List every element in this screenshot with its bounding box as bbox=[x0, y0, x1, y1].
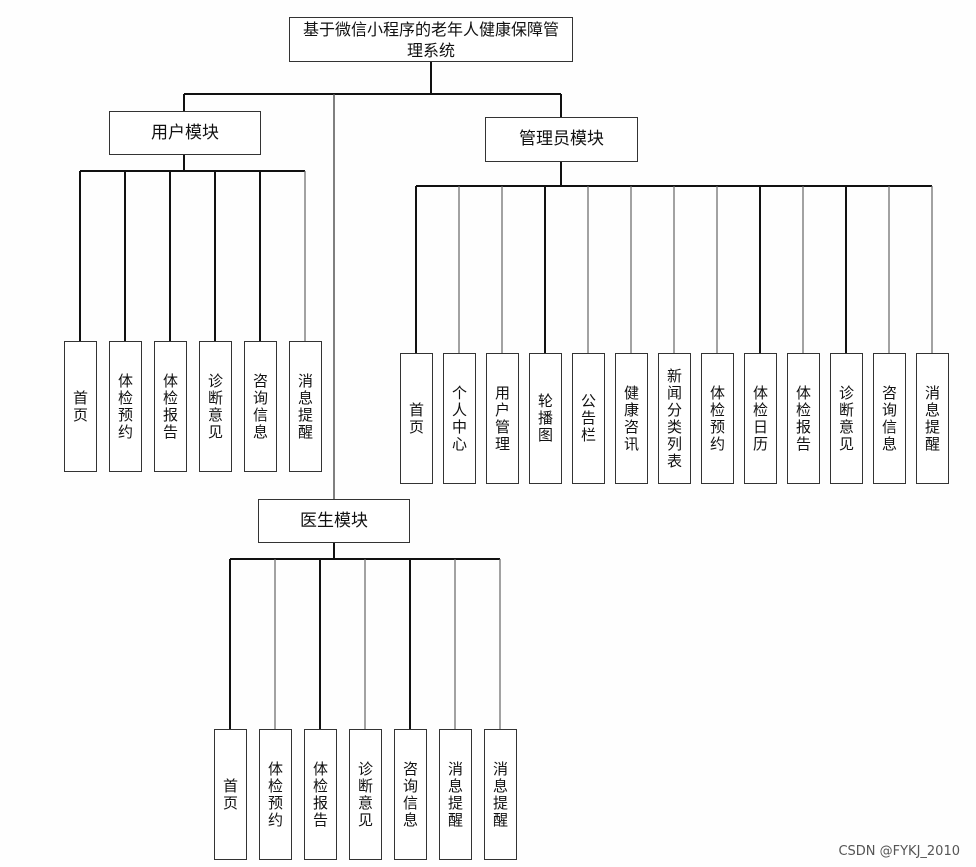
doctor-item-label: 体检预约 bbox=[266, 760, 284, 829]
doctor-item-label: 诊断意见 bbox=[356, 760, 374, 829]
system-title: 基于微信小程序的老年人健康保障管理系统 bbox=[302, 19, 559, 60]
admin-item-label: 体检报告 bbox=[794, 384, 812, 453]
user-item-label: 体检预约 bbox=[116, 372, 134, 441]
doctor-module-label: 医生模块 bbox=[300, 510, 368, 531]
admin-item-label: 咨询信息 bbox=[880, 384, 898, 453]
admin-item-label: 用户管理 bbox=[493, 384, 511, 453]
admin-item-13: 消息提醒 bbox=[915, 353, 949, 484]
admin-item-2: 个人中心 bbox=[442, 353, 476, 484]
user-item-2: 体检预约 bbox=[108, 341, 142, 472]
doctor-module-box: 医生模块 bbox=[258, 499, 410, 543]
admin-item-label: 体检日历 bbox=[751, 384, 769, 453]
admin-item-label: 诊断意见 bbox=[837, 384, 855, 453]
user-item-label: 首页 bbox=[71, 389, 89, 424]
user-item-4: 诊断意见 bbox=[198, 341, 232, 472]
user-item-1: 首页 bbox=[63, 341, 97, 472]
user-item-label: 咨询信息 bbox=[251, 372, 269, 441]
doctor-item-3: 体检报告 bbox=[303, 729, 337, 860]
doctor-item-2: 体检预约 bbox=[258, 729, 292, 860]
user-item-label: 体检报告 bbox=[161, 372, 179, 441]
doctor-item-label: 体检报告 bbox=[311, 760, 329, 829]
user-item-label: 消息提醒 bbox=[296, 372, 314, 441]
doctor-item-1: 首页 bbox=[213, 729, 247, 860]
admin-item-label: 个人中心 bbox=[450, 384, 468, 453]
admin-item-6: 健康咨讯 bbox=[614, 353, 648, 484]
admin-item-3: 用户管理 bbox=[485, 353, 519, 484]
admin-item-12: 咨询信息 bbox=[872, 353, 906, 484]
admin-item-4: 轮播图 bbox=[528, 353, 562, 484]
admin-item-label: 健康咨讯 bbox=[622, 384, 640, 453]
doctor-item-4: 诊断意见 bbox=[348, 729, 382, 860]
admin-item-label: 首页 bbox=[407, 401, 425, 436]
user-item-6: 消息提醒 bbox=[288, 341, 322, 472]
system-title-box: 基于微信小程序的老年人健康保障管理系统 bbox=[289, 17, 573, 62]
user-item-3: 体检报告 bbox=[153, 341, 187, 472]
admin-item-label: 消息提醒 bbox=[923, 384, 941, 453]
doctor-item-5: 咨询信息 bbox=[393, 729, 427, 860]
doctor-item-7: 消息提醒 bbox=[483, 729, 517, 860]
user-item-5: 咨询信息 bbox=[243, 341, 277, 472]
admin-item-label: 新闻分类列表 bbox=[665, 367, 683, 470]
user-item-label: 诊断意见 bbox=[206, 372, 224, 441]
user-module-label: 用户模块 bbox=[151, 122, 219, 143]
admin-module-box: 管理员模块 bbox=[485, 117, 638, 162]
doctor-item-label: 消息提醒 bbox=[491, 760, 509, 829]
doctor-item-label: 咨询信息 bbox=[401, 760, 419, 829]
admin-item-label: 轮播图 bbox=[536, 393, 554, 444]
doctor-item-6: 消息提醒 bbox=[438, 729, 472, 860]
admin-item-5: 公告栏 bbox=[571, 353, 605, 484]
admin-item-label: 体检预约 bbox=[708, 384, 726, 453]
admin-item-11: 诊断意见 bbox=[829, 353, 863, 484]
admin-module-label: 管理员模块 bbox=[519, 129, 604, 149]
watermark: CSDN @FYKJ_2010 bbox=[838, 844, 960, 859]
doctor-item-label: 首页 bbox=[221, 777, 239, 812]
admin-item-10: 体检报告 bbox=[786, 353, 820, 484]
user-module-box: 用户模块 bbox=[109, 111, 261, 155]
admin-item-9: 体检日历 bbox=[743, 353, 777, 484]
admin-item-1: 首页 bbox=[399, 353, 433, 484]
admin-item-label: 公告栏 bbox=[579, 393, 597, 444]
admin-item-8: 体检预约 bbox=[700, 353, 734, 484]
doctor-item-label: 消息提醒 bbox=[446, 760, 464, 829]
admin-item-7: 新闻分类列表 bbox=[657, 353, 691, 484]
